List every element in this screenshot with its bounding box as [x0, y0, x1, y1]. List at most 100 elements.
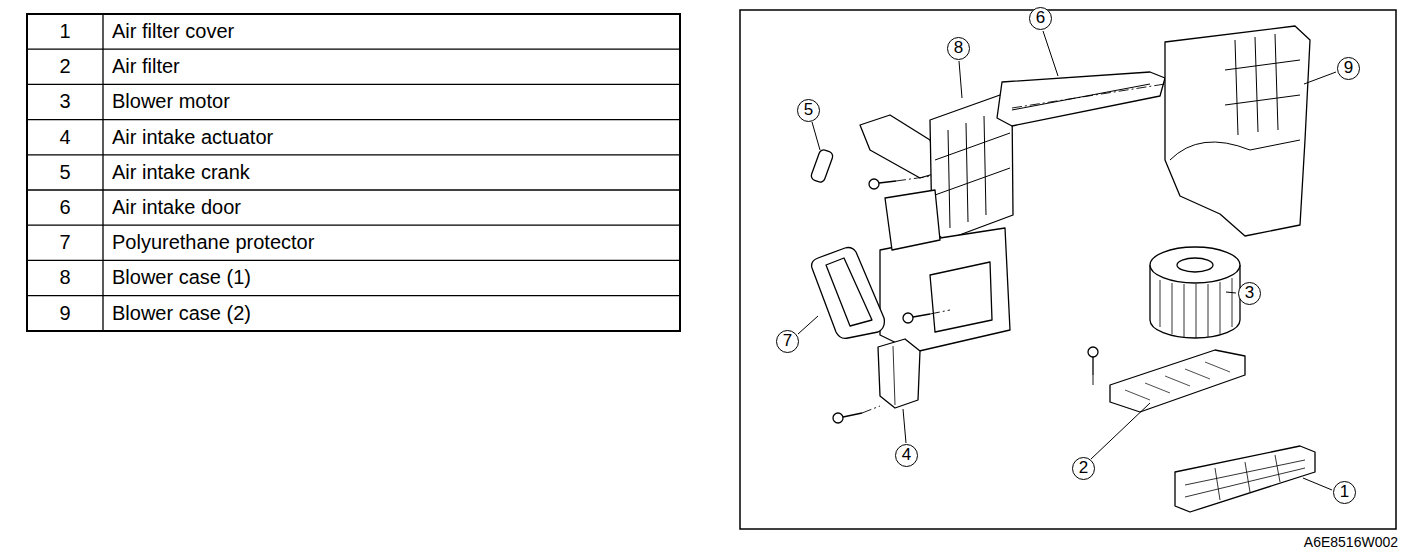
fan-blades [1160, 278, 1232, 338]
table-number: 1 [27, 14, 103, 49]
part-name: Air intake actuator [112, 120, 672, 155]
pleat [1125, 390, 1150, 400]
table-number: 2 [27, 49, 103, 84]
callout-number: 9 [1337, 57, 1360, 80]
case2-lattice [1170, 34, 1300, 160]
screw-head [903, 313, 913, 323]
table-row-rule [27, 225, 680, 226]
screw-shank [1092, 357, 1093, 375]
fan-blade [1184, 284, 1185, 337]
part-name: Blower motor [112, 84, 672, 119]
lattice-line [1255, 37, 1258, 132]
assembly-line [862, 406, 880, 413]
leader-line [1303, 478, 1332, 490]
leader-line [1226, 292, 1236, 293]
case-flange [885, 190, 940, 250]
table-row-rule [27, 49, 680, 50]
lattice-line [948, 130, 950, 228]
callout-number: 3 [1238, 282, 1261, 305]
leader-line [903, 409, 906, 443]
lattice-line [1225, 60, 1300, 70]
motor-fan-top [1150, 247, 1240, 283]
leader-line [959, 61, 962, 98]
fan-blade [1196, 284, 1197, 338]
filter-cover [1175, 446, 1315, 512]
part-name: Air intake crank [112, 155, 672, 190]
blower-case-2 [1165, 26, 1310, 236]
callout-number: 1 [1333, 481, 1356, 504]
table-number: 7 [27, 225, 103, 260]
table-number: 9 [27, 296, 103, 331]
motor-hub [1177, 258, 1213, 272]
assembly-lines [862, 84, 1165, 413]
case-outlet [930, 262, 992, 332]
callout-number: 8 [947, 37, 970, 60]
part-name: Polyurethane protector [112, 225, 672, 260]
parts-table-grid [27, 14, 680, 331]
callout-number: 5 [797, 99, 820, 122]
intake-door [997, 72, 1165, 126]
table-number: 5 [27, 155, 103, 190]
fan-blade [1220, 282, 1221, 334]
screw-shank [913, 314, 930, 317]
table-number: 4 [27, 120, 103, 155]
screw-head [1088, 347, 1098, 357]
table-row-rule [27, 295, 680, 296]
assembly-line [930, 310, 950, 314]
screw-head [833, 413, 843, 423]
table-row-rule [27, 260, 680, 261]
air-filter [1110, 350, 1245, 412]
filter-pleats [1125, 362, 1230, 400]
assembly-line [1093, 375, 1094, 385]
part-name: Blower case (1) [112, 260, 672, 295]
screws [833, 179, 1098, 423]
part-name: Blower case (2) [112, 296, 672, 331]
leader-line [1304, 72, 1336, 84]
table-border [27, 14, 680, 331]
grille-line [1215, 468, 1220, 500]
table-number: 8 [27, 260, 103, 295]
leader-lines [798, 31, 1336, 490]
leader-line [1091, 403, 1150, 459]
table-number: 6 [27, 190, 103, 225]
part-name: Air intake door [112, 190, 672, 225]
table-number: 3 [27, 84, 103, 119]
callout-number: 2 [1072, 457, 1095, 480]
cover-grille [1185, 455, 1305, 500]
fan-blade [1232, 278, 1233, 327]
assembly-line [896, 176, 932, 181]
actuator-edge [893, 346, 895, 405]
callout-number: 6 [1029, 7, 1052, 30]
lattice-line [1235, 40, 1238, 135]
pleat [1165, 376, 1190, 386]
leader-line [1043, 31, 1058, 76]
polyurethane-protector [812, 248, 885, 339]
figure-frame [740, 10, 1396, 529]
grille-line [1275, 455, 1280, 482]
fan-blade [1172, 283, 1173, 334]
callout-number: 7 [776, 330, 799, 353]
screw-head [869, 179, 879, 189]
table-row-rule [27, 84, 680, 85]
case2-contour [1170, 140, 1300, 160]
figure-code: A6E8516W002 [1304, 533, 1398, 551]
pleat [1185, 369, 1210, 379]
pleat [1145, 383, 1170, 393]
case-bracket [860, 115, 940, 178]
screw-shank [879, 181, 896, 183]
leader-line [798, 316, 818, 334]
leader-line [812, 122, 820, 150]
grille-line [1185, 468, 1305, 497]
part-name: Air filter [112, 49, 672, 84]
assembly-line [1012, 84, 1165, 108]
parts-drawing [810, 26, 1315, 512]
door-rib [1012, 84, 1150, 110]
table-row-rule [27, 189, 680, 190]
lattice-line [984, 116, 986, 215]
lattice-line [1225, 95, 1300, 105]
part-name: Air filter cover [112, 14, 672, 49]
fan-blade [1208, 284, 1209, 337]
table-row-rule [27, 119, 680, 120]
lattice-line [1275, 34, 1278, 130]
